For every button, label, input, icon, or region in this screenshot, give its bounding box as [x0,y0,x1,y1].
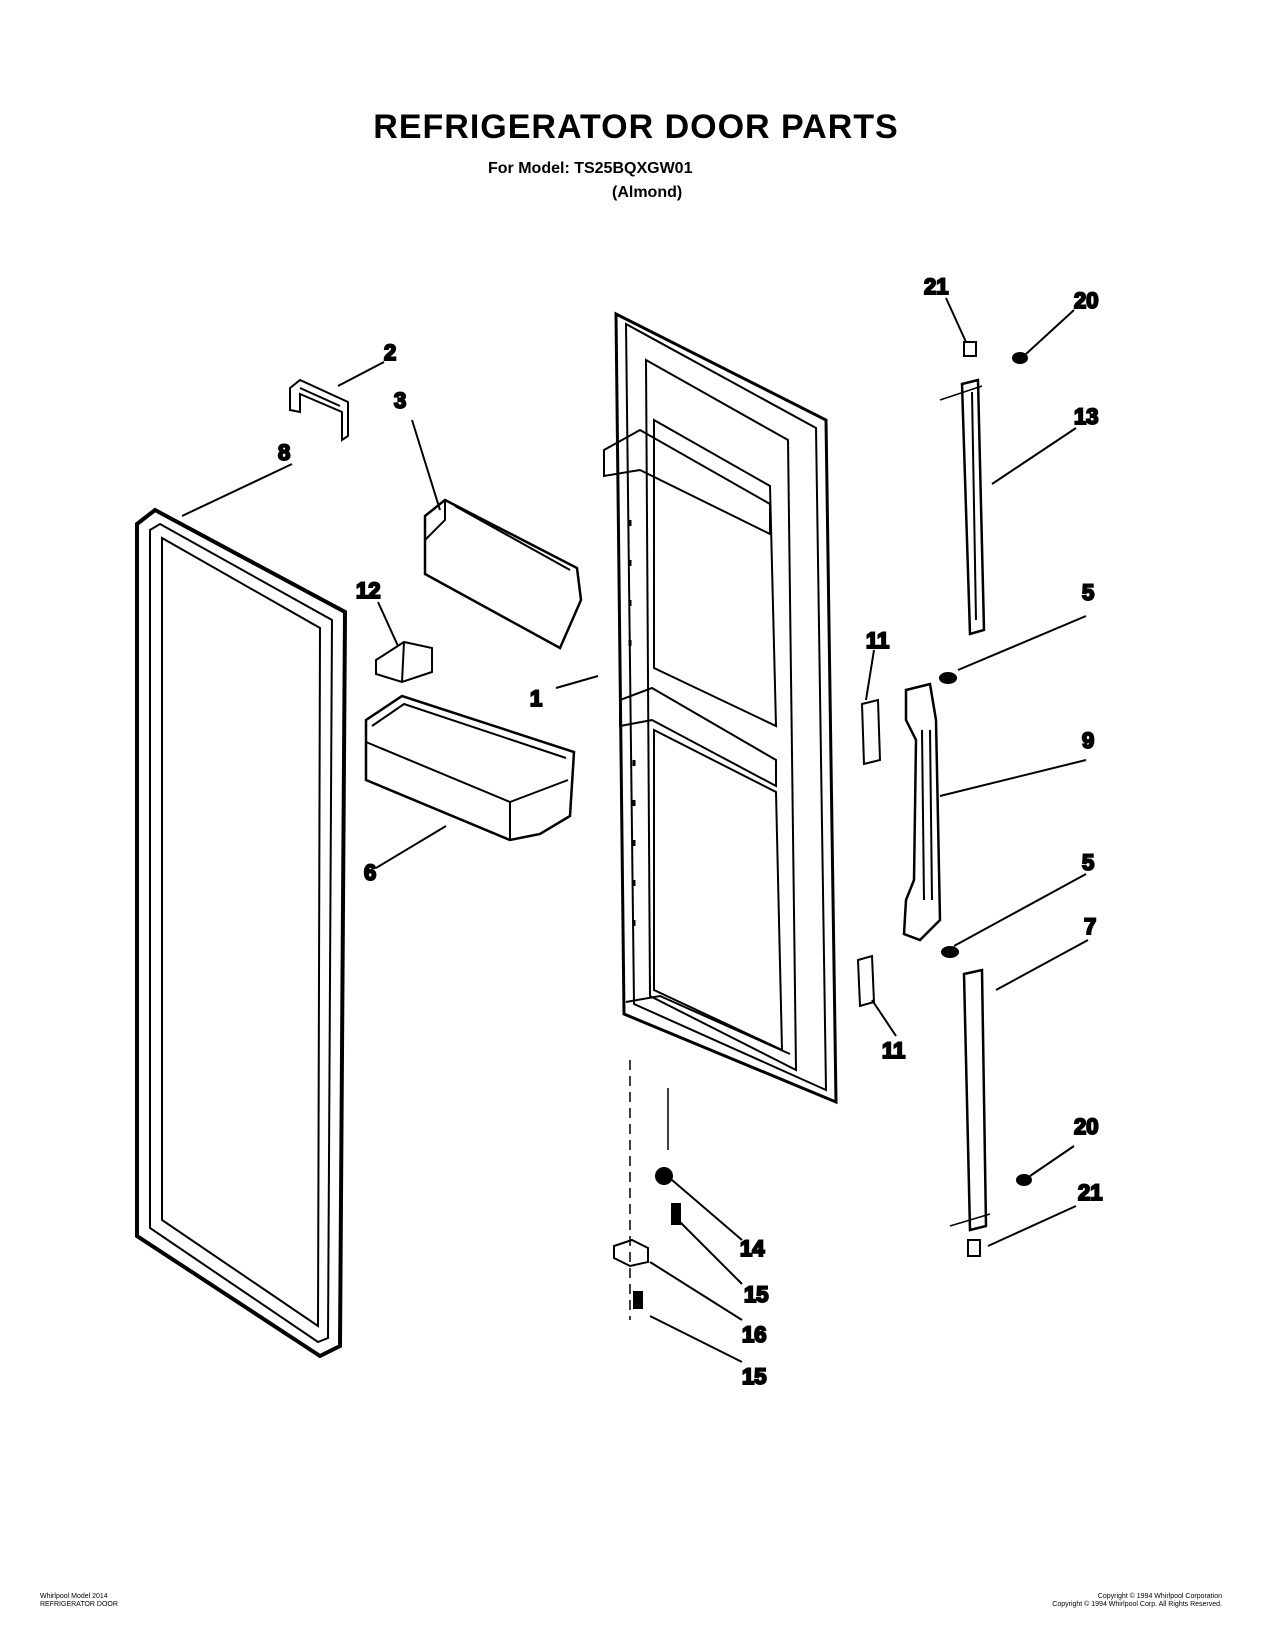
dairy-door-part [423,498,583,650]
door-gasket-part [135,507,348,1359]
callout-3: 3 [394,388,406,413]
callout-11-lower: 11 [882,1038,905,1063]
hinge-bushing-part [655,1167,673,1185]
callout-2: 2 [384,340,396,365]
door-bin-part [364,694,576,842]
top-screw-part [1012,352,1028,364]
handle-screw-upper-part [939,672,957,684]
callout-1: 1 [530,686,542,711]
bracket-part [375,640,433,684]
hinge-pin-part [671,1203,681,1225]
footer-right: Copyright © 1994 Whirlpool Corporation C… [1052,1593,1222,1609]
callout-14: 14 [740,1236,765,1261]
bottom-clip-part [967,1239,981,1257]
callout-15-upper: 15 [744,1282,768,1307]
callout-8: 8 [278,440,290,465]
callout-11-upper: 11 [866,628,889,653]
callout-5-upper: 5 [1082,580,1094,605]
callout-7: 7 [1084,914,1096,939]
callout-5-lower: 5 [1082,850,1094,875]
upper-trim-strip-part [939,378,986,636]
callout-12: 12 [356,578,380,603]
footer-left-line2: REFRIGERATOR DOOR [40,1601,118,1608]
hinge-cover-part [289,378,349,442]
callout-21-lower: 21 [1078,1180,1102,1205]
callout-13: 13 [1074,404,1098,429]
copyright-line1: Copyright © 1994 Whirlpool Corporation [1097,1593,1222,1600]
lower-trim-strip-part [949,968,991,1232]
page-title: REFRIGERATOR DOOR PARTS [373,108,899,146]
hinge-screw-part [633,1291,643,1309]
callout-21-upper: 21 [924,274,948,299]
callout-20-upper: 20 [1074,288,1098,313]
color-label: (Almond) [612,184,683,201]
callout-20-lower: 20 [1074,1114,1098,1139]
footer-left: Whirlpool Model 2014 REFRIGERATOR DOOR [40,1593,118,1609]
door-handle-part[interactable] [902,682,942,942]
handle-bracket-upper-part [860,698,882,766]
copyright-line2: Copyright © 1994 Whirlpool Corp. All Rig… [1052,1601,1222,1608]
callout-6: 6 [364,860,376,885]
top-clip-part [963,341,977,357]
callout-16: 16 [742,1322,766,1347]
footer-left-line1: Whirlpool Model 2014 [40,1593,108,1600]
door-liner-part[interactable] [603,311,838,1105]
bottom-hinge-part [613,1238,649,1268]
model-number: For Model: TS25BQXGW01 [488,160,693,177]
handle-screw-lower-part [941,946,959,958]
bottom-screw-part [1016,1174,1032,1186]
handle-bracket-lower-part [856,954,876,1008]
callout-9: 9 [1082,728,1094,753]
callout-15-lower: 15 [742,1364,766,1389]
leader-lines [181,297,1089,1363]
